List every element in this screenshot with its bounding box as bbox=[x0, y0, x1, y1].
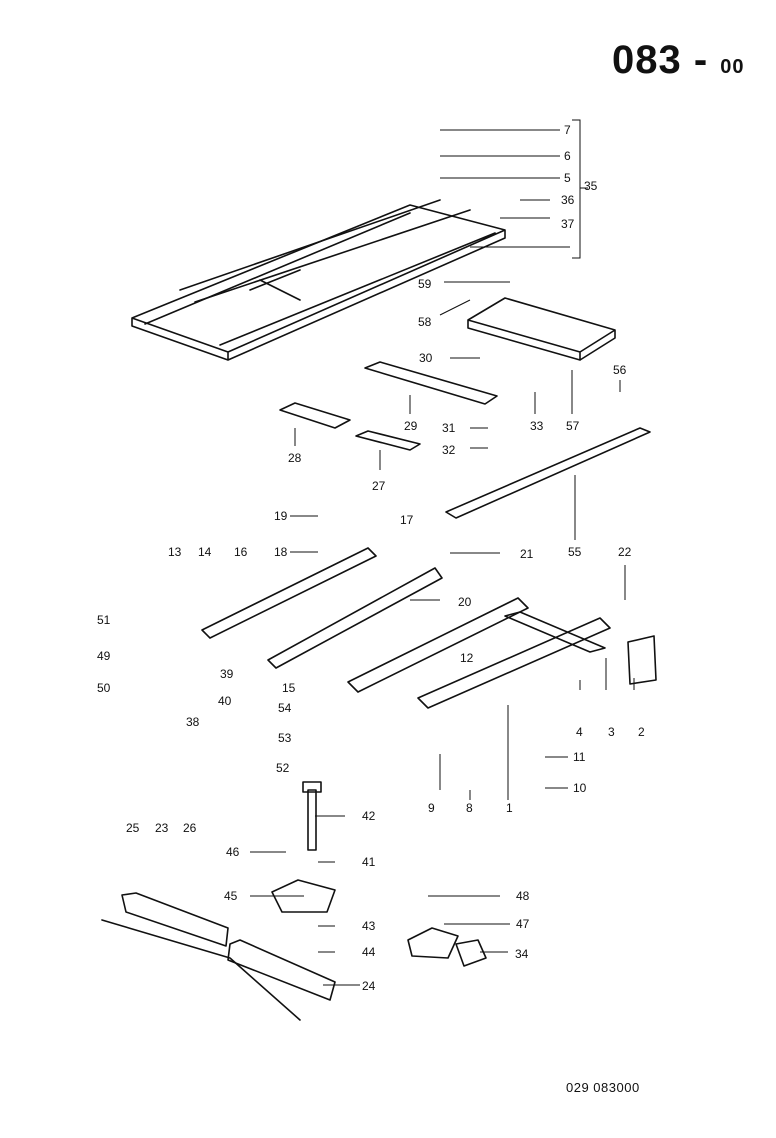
part-label-19: 19 bbox=[274, 509, 288, 523]
part-label-52: 52 bbox=[276, 761, 290, 775]
part-label-39: 39 bbox=[220, 667, 234, 681]
part-label-20: 20 bbox=[458, 595, 472, 609]
part-label-35: 35 bbox=[584, 179, 598, 193]
part-label-30: 30 bbox=[419, 351, 433, 365]
part-label-12: 12 bbox=[460, 651, 474, 665]
part-label-28: 28 bbox=[288, 451, 302, 465]
leader-lines bbox=[250, 119, 635, 986]
part-label-48: 48 bbox=[516, 889, 530, 903]
part-label-50: 50 bbox=[97, 681, 111, 695]
part-label-57: 57 bbox=[566, 419, 580, 433]
bolt-42 bbox=[302, 781, 322, 851]
part-label-31: 31 bbox=[442, 421, 456, 435]
part-label-14: 14 bbox=[198, 545, 212, 559]
part-label-13: 13 bbox=[168, 545, 182, 559]
part-label-17: 17 bbox=[400, 513, 414, 527]
bracket-57 bbox=[467, 297, 616, 361]
rail-16 bbox=[201, 547, 377, 639]
part-label-8: 8 bbox=[466, 801, 473, 815]
part-label-5: 5 bbox=[564, 171, 571, 185]
part-label-4: 4 bbox=[576, 725, 583, 739]
part-label-23: 23 bbox=[155, 821, 169, 835]
part-label-22: 22 bbox=[618, 545, 632, 559]
part-label-24: 24 bbox=[362, 979, 376, 993]
part-label-2: 2 bbox=[638, 725, 645, 739]
part-label-40: 40 bbox=[218, 694, 232, 708]
part-label-42: 42 bbox=[362, 809, 376, 823]
main-frame bbox=[131, 204, 506, 361]
strip-27 bbox=[355, 430, 421, 451]
block-45 bbox=[271, 879, 336, 913]
part-label-29: 29 bbox=[404, 419, 418, 433]
part-label-56: 56 bbox=[613, 363, 627, 377]
part-label-38: 38 bbox=[186, 715, 200, 729]
page-title-suffix: 00 bbox=[720, 56, 745, 78]
part-label-25: 25 bbox=[126, 821, 140, 835]
part-label-10: 10 bbox=[573, 781, 587, 795]
rail-12b bbox=[417, 617, 611, 709]
part-label-26: 26 bbox=[183, 821, 197, 835]
part-label-37: 37 bbox=[561, 217, 575, 231]
part-label-7: 7 bbox=[564, 123, 571, 137]
part-label-45: 45 bbox=[224, 889, 238, 903]
strip-28 bbox=[279, 402, 351, 429]
part-label-54: 54 bbox=[278, 701, 292, 715]
part-label-36: 36 bbox=[561, 193, 575, 207]
crossbar bbox=[504, 611, 606, 653]
rail-17 bbox=[267, 567, 443, 669]
part-label-34: 34 bbox=[515, 947, 529, 961]
frame-rail bbox=[179, 199, 471, 303]
part-label-43: 43 bbox=[362, 919, 376, 933]
part-label-53: 53 bbox=[278, 731, 292, 745]
part-label-46: 46 bbox=[226, 845, 240, 859]
part-label-18: 18 bbox=[274, 545, 288, 559]
part-label-33: 33 bbox=[530, 419, 544, 433]
part-label-32: 32 bbox=[442, 443, 456, 457]
page-title-main: 083 bbox=[612, 38, 682, 82]
part-label-1: 1 bbox=[506, 801, 513, 815]
part-label-44: 44 bbox=[362, 945, 376, 959]
strip-23 bbox=[121, 892, 229, 947]
part-label-11: 11 bbox=[573, 750, 586, 764]
part-label-41: 41 bbox=[362, 855, 376, 869]
part-label-21: 21 bbox=[520, 547, 534, 561]
part-label-55: 55 bbox=[568, 545, 582, 559]
part-label-27: 27 bbox=[372, 479, 386, 493]
plate-2 bbox=[627, 635, 657, 685]
part-label-59: 59 bbox=[418, 277, 432, 291]
plate-47 bbox=[407, 927, 459, 959]
rail-12 bbox=[347, 597, 529, 693]
part-label-6: 6 bbox=[564, 149, 571, 163]
part-label-15: 15 bbox=[282, 681, 296, 695]
part-label-49: 49 bbox=[97, 649, 111, 663]
strip-29 bbox=[364, 361, 498, 405]
page-title: 083 - 00 bbox=[612, 38, 745, 83]
bracket-34 bbox=[455, 939, 487, 967]
part-label-3: 3 bbox=[608, 725, 615, 739]
part-label-51: 51 bbox=[97, 613, 111, 627]
strip-26 bbox=[101, 919, 301, 1021]
rail-55 bbox=[445, 427, 651, 519]
part-label-58: 58 bbox=[418, 315, 432, 329]
part-label-47: 47 bbox=[516, 917, 530, 931]
part-label-9: 9 bbox=[428, 801, 435, 815]
title-dash: - bbox=[681, 38, 721, 82]
part-label-16: 16 bbox=[234, 545, 248, 559]
diagram-footer-code: 029 083000 bbox=[566, 1080, 640, 1095]
